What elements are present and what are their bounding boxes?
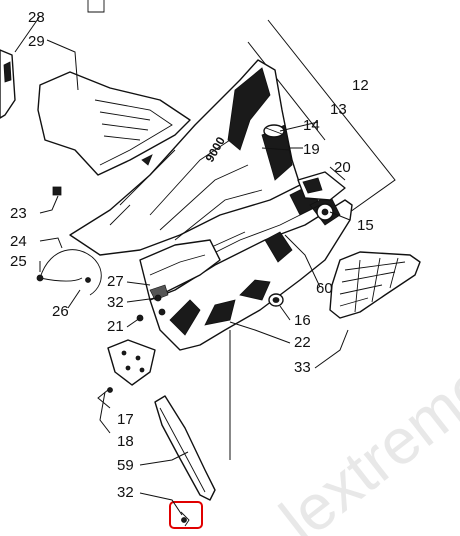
- callout-59: 59: [117, 457, 134, 474]
- side-panel-29: [37, 71, 191, 176]
- fastener-18: [107, 387, 113, 393]
- watermark-text: lextreme: [267, 348, 460, 536]
- callout-18: 18: [117, 433, 134, 450]
- corner-frame: [87, 0, 105, 13]
- callout-16: 16: [294, 312, 311, 329]
- callout-20: 20: [334, 159, 351, 176]
- callout-25: 25: [10, 253, 27, 270]
- callout-labels: 28 29 12 13 14 19 20 15 23 24 25 26 27 3…: [10, 9, 374, 501]
- knob-15: [316, 203, 334, 221]
- callout-28: 28: [28, 9, 45, 26]
- vent-grille-33: [329, 251, 421, 319]
- callout-29: 29: [28, 33, 45, 50]
- callout-13: 13: [330, 101, 347, 118]
- callout-27: 27: [107, 273, 124, 290]
- leader-lines: [14, 15, 351, 516]
- callout-14: 14: [303, 117, 320, 134]
- bracket-17: [107, 339, 156, 386]
- cable-24-25-26: [36, 249, 102, 296]
- callout-23: 23: [10, 205, 27, 222]
- hood-panel-13: 9000: [69, 59, 301, 256]
- bracket-28: [0, 49, 16, 119]
- callout-17: 17: [117, 411, 134, 428]
- callout-22: 22: [294, 334, 311, 351]
- knob-16: [268, 293, 284, 307]
- callout-32-upper: 32: [107, 294, 124, 311]
- highlight-box: [169, 501, 203, 529]
- side-panel-22: [149, 184, 353, 351]
- callout-19: 19: [303, 141, 320, 158]
- hinge-14: [263, 124, 285, 138]
- callout-26: 26: [52, 303, 69, 320]
- callout-33: 33: [294, 359, 311, 376]
- bracket-20: [297, 171, 346, 201]
- strip-59: [154, 395, 216, 501]
- fastener-32-bottom: [180, 511, 190, 527]
- leader-19: [261, 147, 291, 151]
- callout-24: 24: [10, 233, 27, 250]
- clip-23: [52, 186, 62, 196]
- callout-15: 15: [357, 217, 374, 234]
- callout-60: 60: [316, 280, 333, 297]
- callout-21: 21: [107, 318, 124, 335]
- callout-32-lower: 32: [117, 484, 134, 501]
- callout-12: 12: [352, 77, 369, 94]
- bracket-12-13: [267, 19, 396, 213]
